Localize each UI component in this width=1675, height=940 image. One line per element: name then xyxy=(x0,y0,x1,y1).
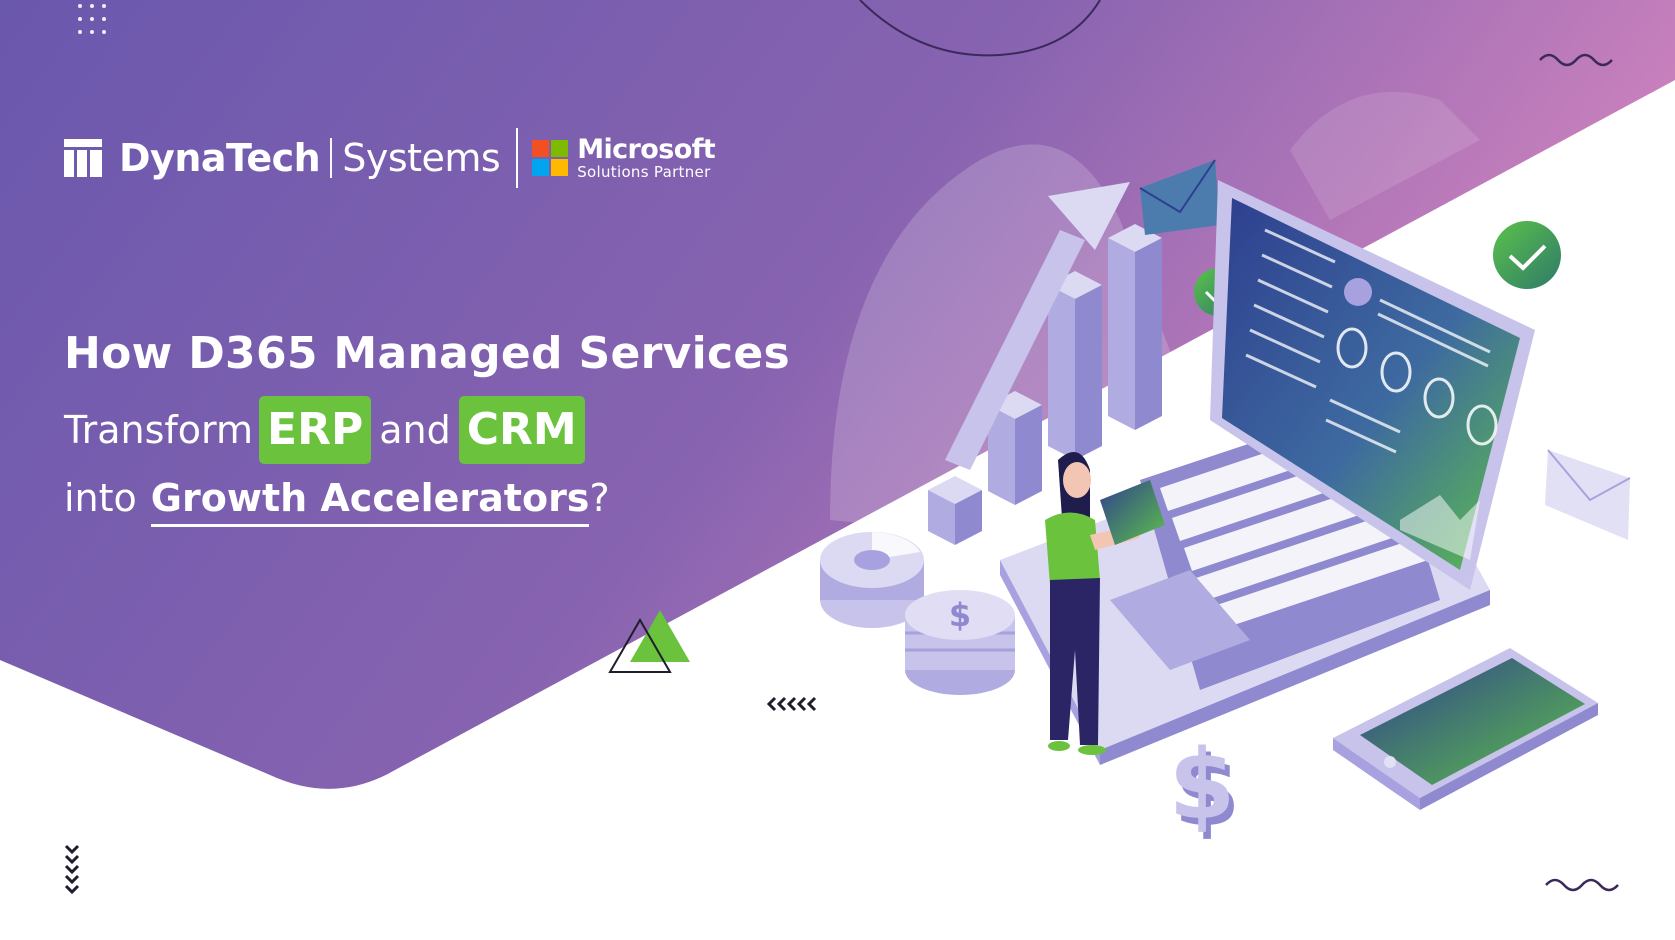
trend-arrow-icon xyxy=(945,182,1130,470)
envelope-icon xyxy=(1139,159,1220,235)
background-blob xyxy=(830,144,1250,560)
person-icon xyxy=(1045,452,1165,755)
partner-tier: Solutions Partner xyxy=(577,163,711,181)
circle-arc-icon xyxy=(859,0,1101,57)
brand-row: DynaTech Systems Microsoft Solutions Par… xyxy=(64,128,716,188)
partner-text: Microsoft Solutions Partner xyxy=(577,136,715,180)
brand-name: DynaTech xyxy=(119,136,321,180)
bar-chart-icon xyxy=(928,224,1162,545)
svg-text:$: $ xyxy=(1174,736,1241,848)
dollar-sign-icon: $ $ xyxy=(1169,729,1241,848)
growth-accelerators-text: Growth Accelerators xyxy=(150,476,590,520)
background-blob-2 xyxy=(1290,91,1480,220)
laptop-icon xyxy=(1000,180,1535,765)
envelope-icon xyxy=(1545,449,1631,540)
dot-grid-icon xyxy=(78,4,106,34)
erp-highlight: ERP xyxy=(259,396,372,464)
dynatech-logo-icon xyxy=(64,139,102,177)
triangle-icon xyxy=(608,617,672,673)
chevron-down-icon xyxy=(64,844,80,895)
chevron-left-icon xyxy=(766,696,817,712)
wave-icon xyxy=(1539,53,1613,67)
coin-stack-icon: $ xyxy=(905,590,1015,695)
partner-divider xyxy=(516,128,519,188)
growth-accelerators-underline: Growth Accelerators xyxy=(150,476,590,527)
headline-line-3: into Growth Accelerators ? xyxy=(64,476,790,527)
triangle-icon xyxy=(630,610,690,662)
headline-line-2: Transform ERP and CRM xyxy=(64,396,790,464)
brand-divider xyxy=(330,138,333,178)
microsoft-logo-icon xyxy=(532,140,569,176)
brand-subname: Systems xyxy=(342,136,501,180)
tablet-icon xyxy=(1333,648,1598,810)
svg-text:$: $ xyxy=(1169,729,1236,841)
wave-icon xyxy=(1545,878,1619,892)
headline: How D365 Managed Services Transform ERP … xyxy=(64,322,790,527)
crm-highlight: CRM xyxy=(458,396,585,464)
svg-text:$: $ xyxy=(949,596,971,634)
headline-and-text: and xyxy=(379,408,451,452)
check-badge-icon xyxy=(1493,221,1561,289)
purple-background-shape xyxy=(0,0,1675,789)
question-mark: ? xyxy=(589,476,610,520)
partner-name: Microsoft xyxy=(577,134,716,165)
headline-transform-text: Transform xyxy=(64,408,254,452)
headline-into-text: into xyxy=(64,476,137,520)
headline-line-1: How D365 Managed Services xyxy=(64,328,790,379)
pie-chart-icon xyxy=(820,532,924,628)
